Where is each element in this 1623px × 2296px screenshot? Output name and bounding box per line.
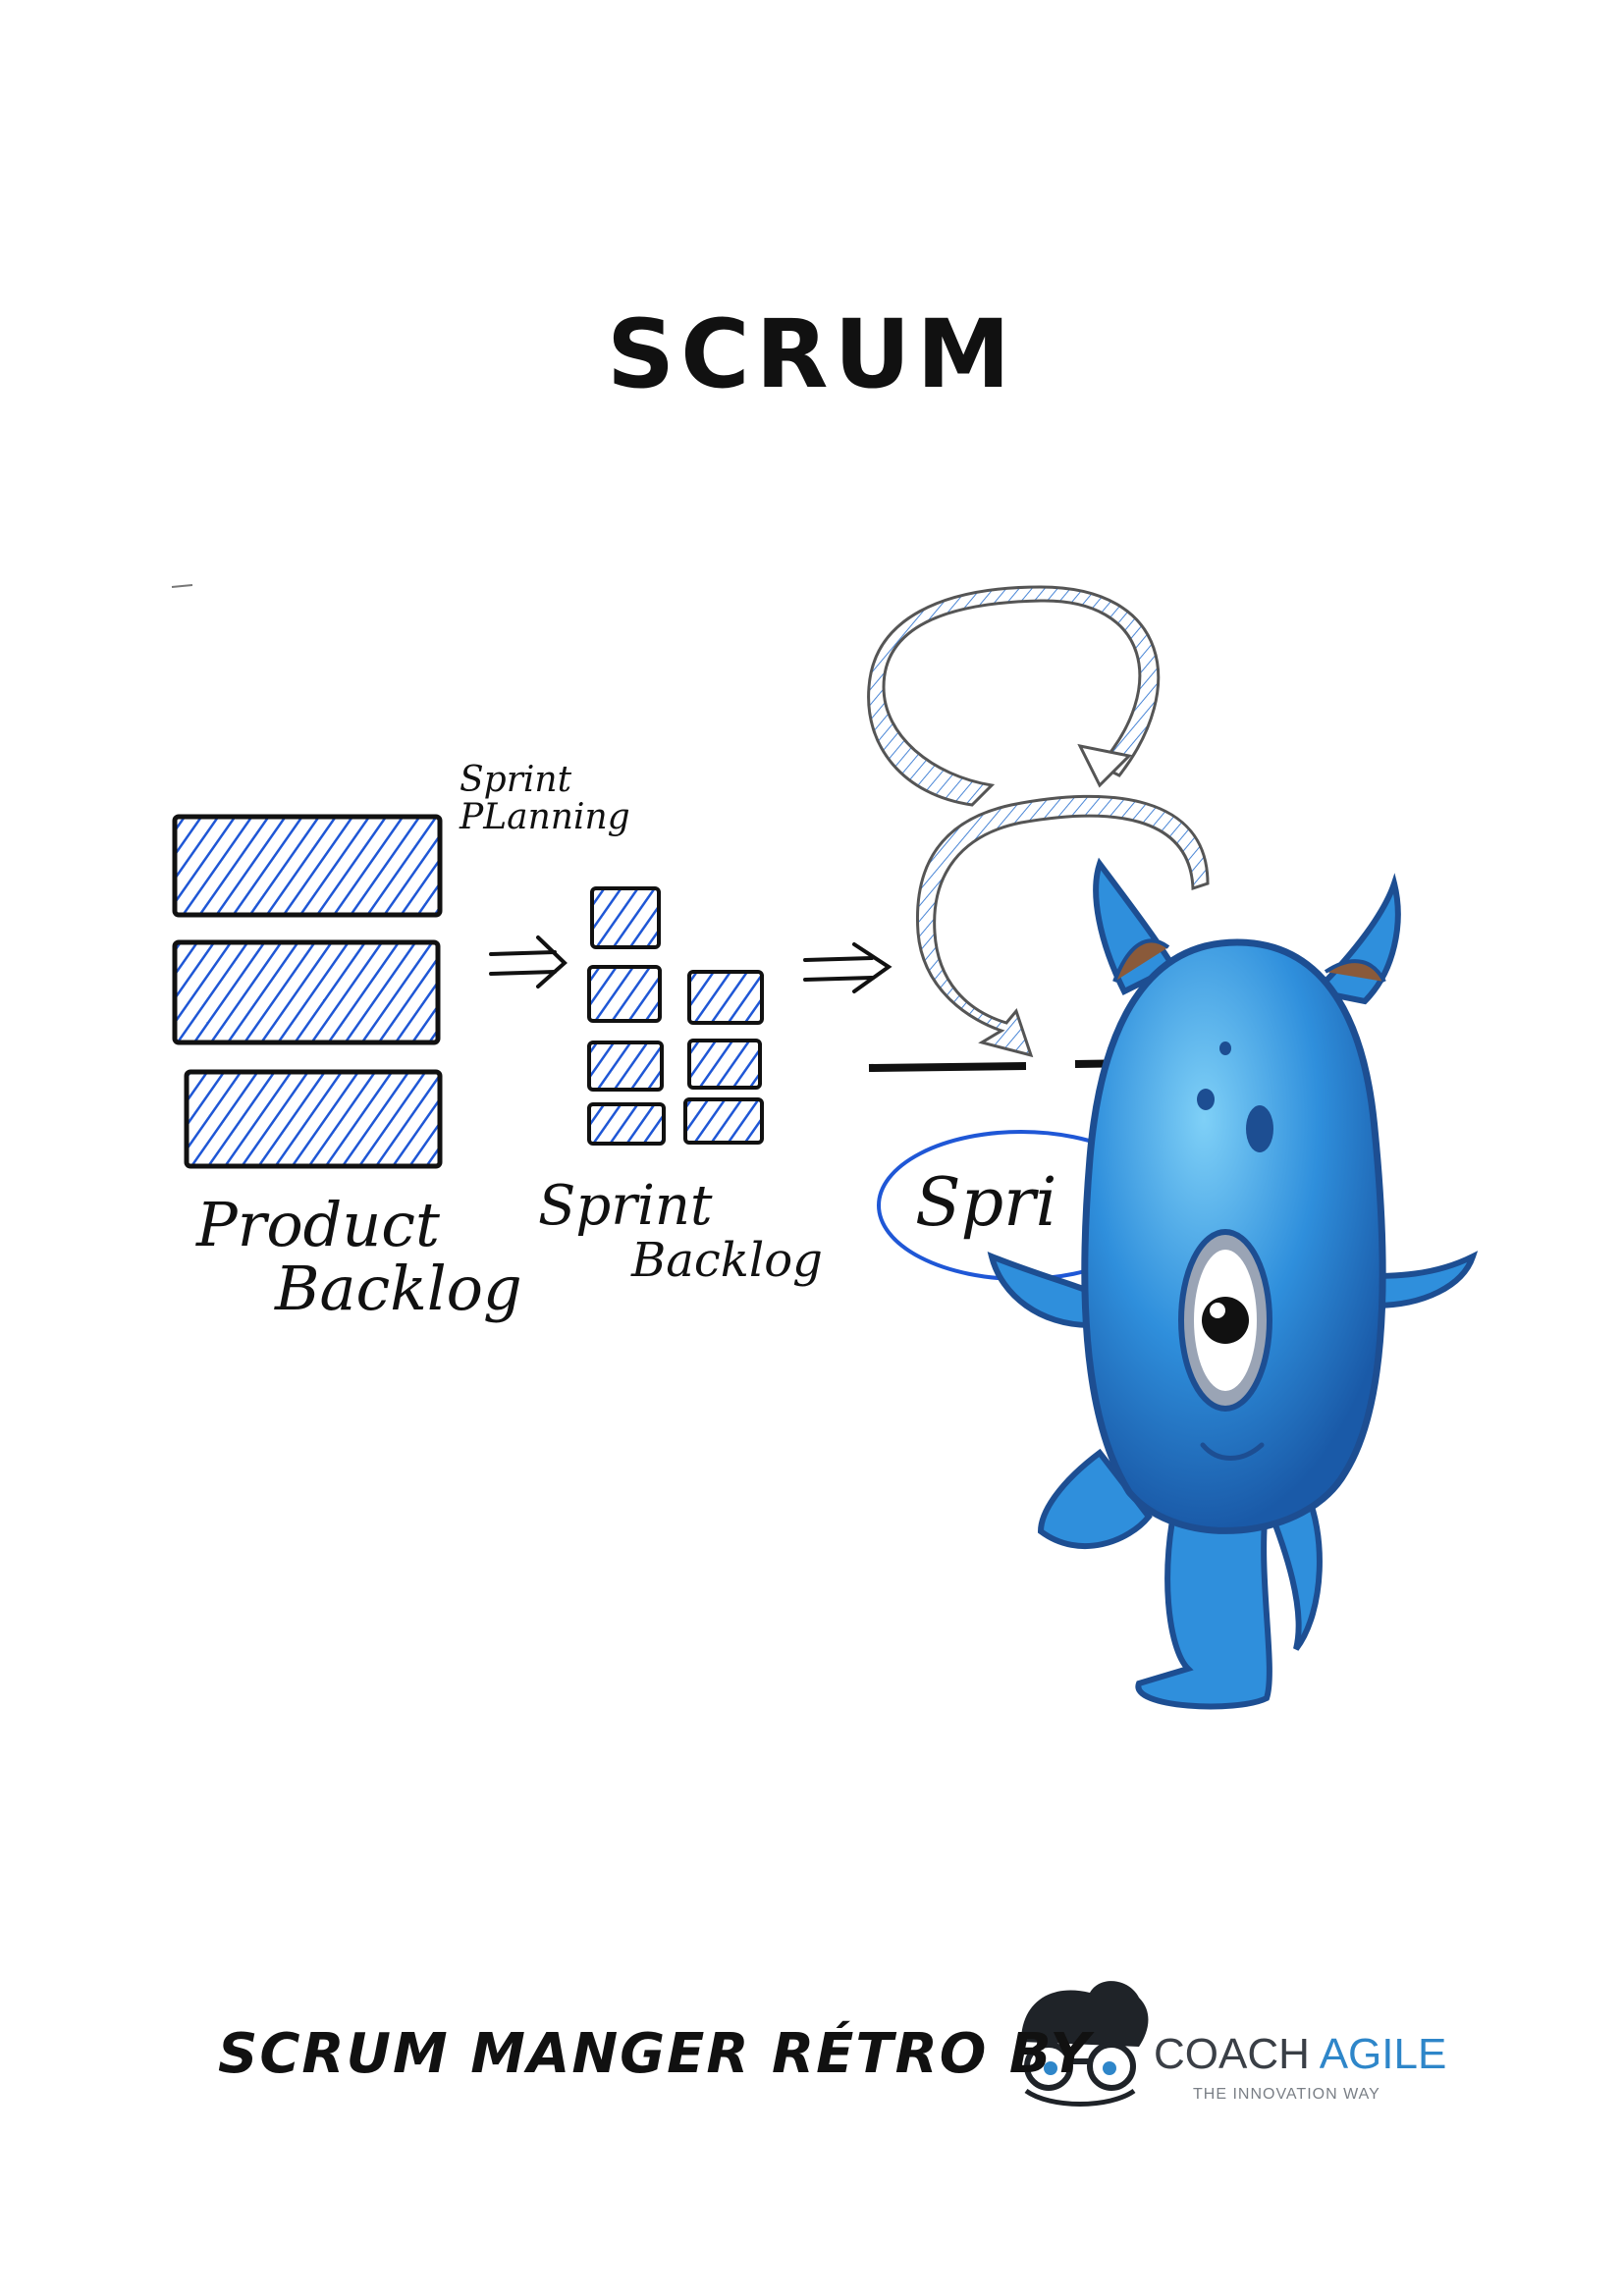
footer-text: SCRUM MANGER RÉTRO BY xyxy=(218,2022,1092,2086)
label-sprint-planning: Sprint PLanning xyxy=(460,760,630,837)
backlog-bar-3 xyxy=(184,1069,443,1169)
label-product-backlog: Product Backlog xyxy=(196,1189,522,1325)
backlog-bar-1 xyxy=(172,814,443,918)
arrow-right-icon xyxy=(489,935,568,988)
logo-name: COACH AGILE xyxy=(1154,2030,1447,2078)
backlog-bar-2 xyxy=(172,939,441,1045)
page-title: SCRUM xyxy=(607,299,1016,409)
sprint-line xyxy=(868,1062,1027,1072)
arrow-right-icon xyxy=(803,942,893,993)
logo-tagline: THE INNOVATION WAY xyxy=(1193,2086,1380,2103)
pen-mark xyxy=(171,584,193,588)
coach-agile-logo-icon xyxy=(1021,1981,1149,2107)
cycle-arrow-icon xyxy=(867,585,1210,1058)
monster-mascot xyxy=(987,857,1479,1710)
sprint-backlog-boxes xyxy=(587,886,764,1146)
product-backlog-bars xyxy=(172,814,443,1169)
label-sprint-bubble: Spri xyxy=(915,1164,1057,1242)
label-sprint-backlog: Sprint Backlog xyxy=(538,1174,823,1288)
